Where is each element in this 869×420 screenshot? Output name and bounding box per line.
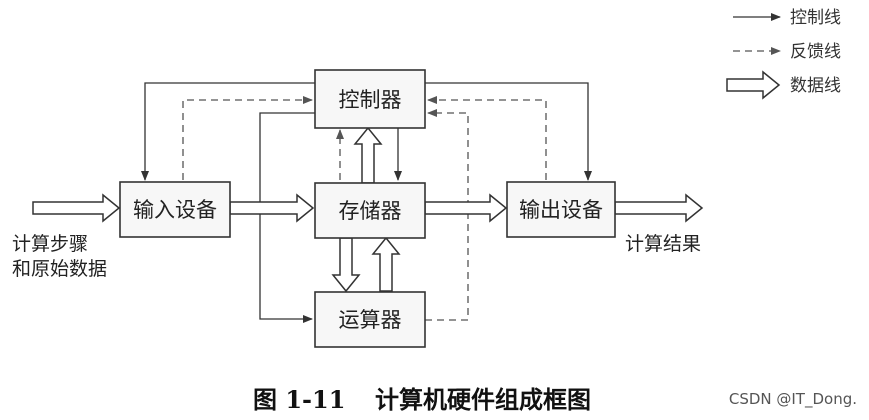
legend-data-line-label: 数据线 <box>790 76 841 96</box>
memory-box: 存储器 <box>314 182 426 239</box>
feedback-lines <box>182 96 547 321</box>
legend: 控制线 反馈线 数据线 <box>726 8 841 100</box>
alu-box: 运算器 <box>314 291 426 348</box>
legend-control-line-label: 控制线 <box>790 8 841 28</box>
data-arrow-out-of-output-device <box>614 193 704 223</box>
legend-feedback-line-label: 反馈线 <box>790 42 841 62</box>
feedback-line-from-output-device <box>427 96 547 180</box>
controller-box: 控制器 <box>314 69 426 129</box>
data-arrow-memory-to-alu <box>331 237 361 293</box>
output-device-label: 输出设备 <box>519 198 603 222</box>
data-arrow-input-to-memory <box>229 193 315 223</box>
control-line-to-output-device <box>425 82 592 181</box>
data-lines <box>32 126 704 293</box>
data-arrow-memory-to-controller <box>353 126 383 184</box>
control-line-to-input-device <box>141 82 315 181</box>
input-label-line2: 和原始数据 <box>12 258 107 280</box>
input-device-box: 输入设备 <box>119 181 231 238</box>
input-label-line1: 计算步骤 <box>12 233 88 255</box>
output-label: 计算结果 <box>625 233 701 255</box>
legend-data-line-sample <box>726 70 781 100</box>
feedback-line-from-input-device <box>182 96 313 180</box>
output-device-box: 输出设备 <box>506 181 616 238</box>
data-arrow-alu-to-memory <box>371 236 401 292</box>
figure-number: 图 1-11 <box>253 385 345 414</box>
memory-label: 存储器 <box>339 199 402 223</box>
controller-label: 控制器 <box>339 88 402 112</box>
alu-label: 运算器 <box>339 308 402 332</box>
data-arrow-into-input-device <box>32 193 121 223</box>
feedback-line-from-alu <box>425 109 469 321</box>
control-line-to-alu <box>259 112 315 323</box>
input-device-label: 输入设备 <box>133 198 217 222</box>
csdn-watermark: CSDN @IT_Dong. <box>729 390 857 409</box>
control-lines <box>141 82 592 323</box>
figure-title: 计算机硬件组成框图 <box>375 385 591 414</box>
data-arrow-memory-to-output <box>424 193 508 223</box>
